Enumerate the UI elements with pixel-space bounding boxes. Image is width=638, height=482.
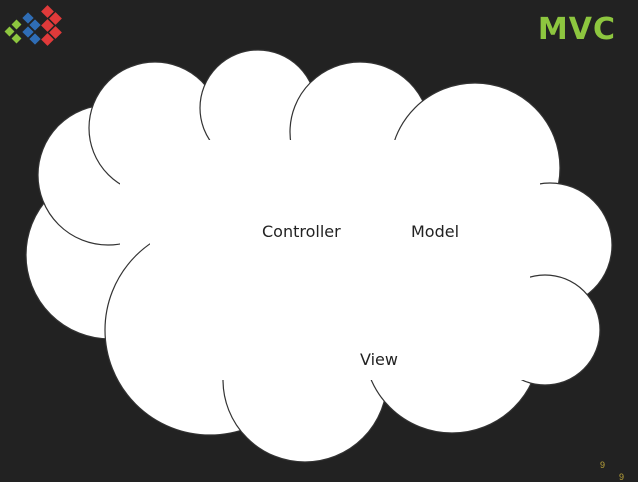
logo-blue-diamonds [22,12,41,45]
slide-title: MVC [537,12,616,47]
page-number: 9 [600,460,606,470]
view-label: View [360,350,398,369]
page-number-secondary: 9 [619,472,625,482]
model-label: Model [411,222,460,241]
company-logo [4,5,62,46]
controller-label: Controller [262,222,341,241]
logo-red-diamonds [41,5,62,46]
